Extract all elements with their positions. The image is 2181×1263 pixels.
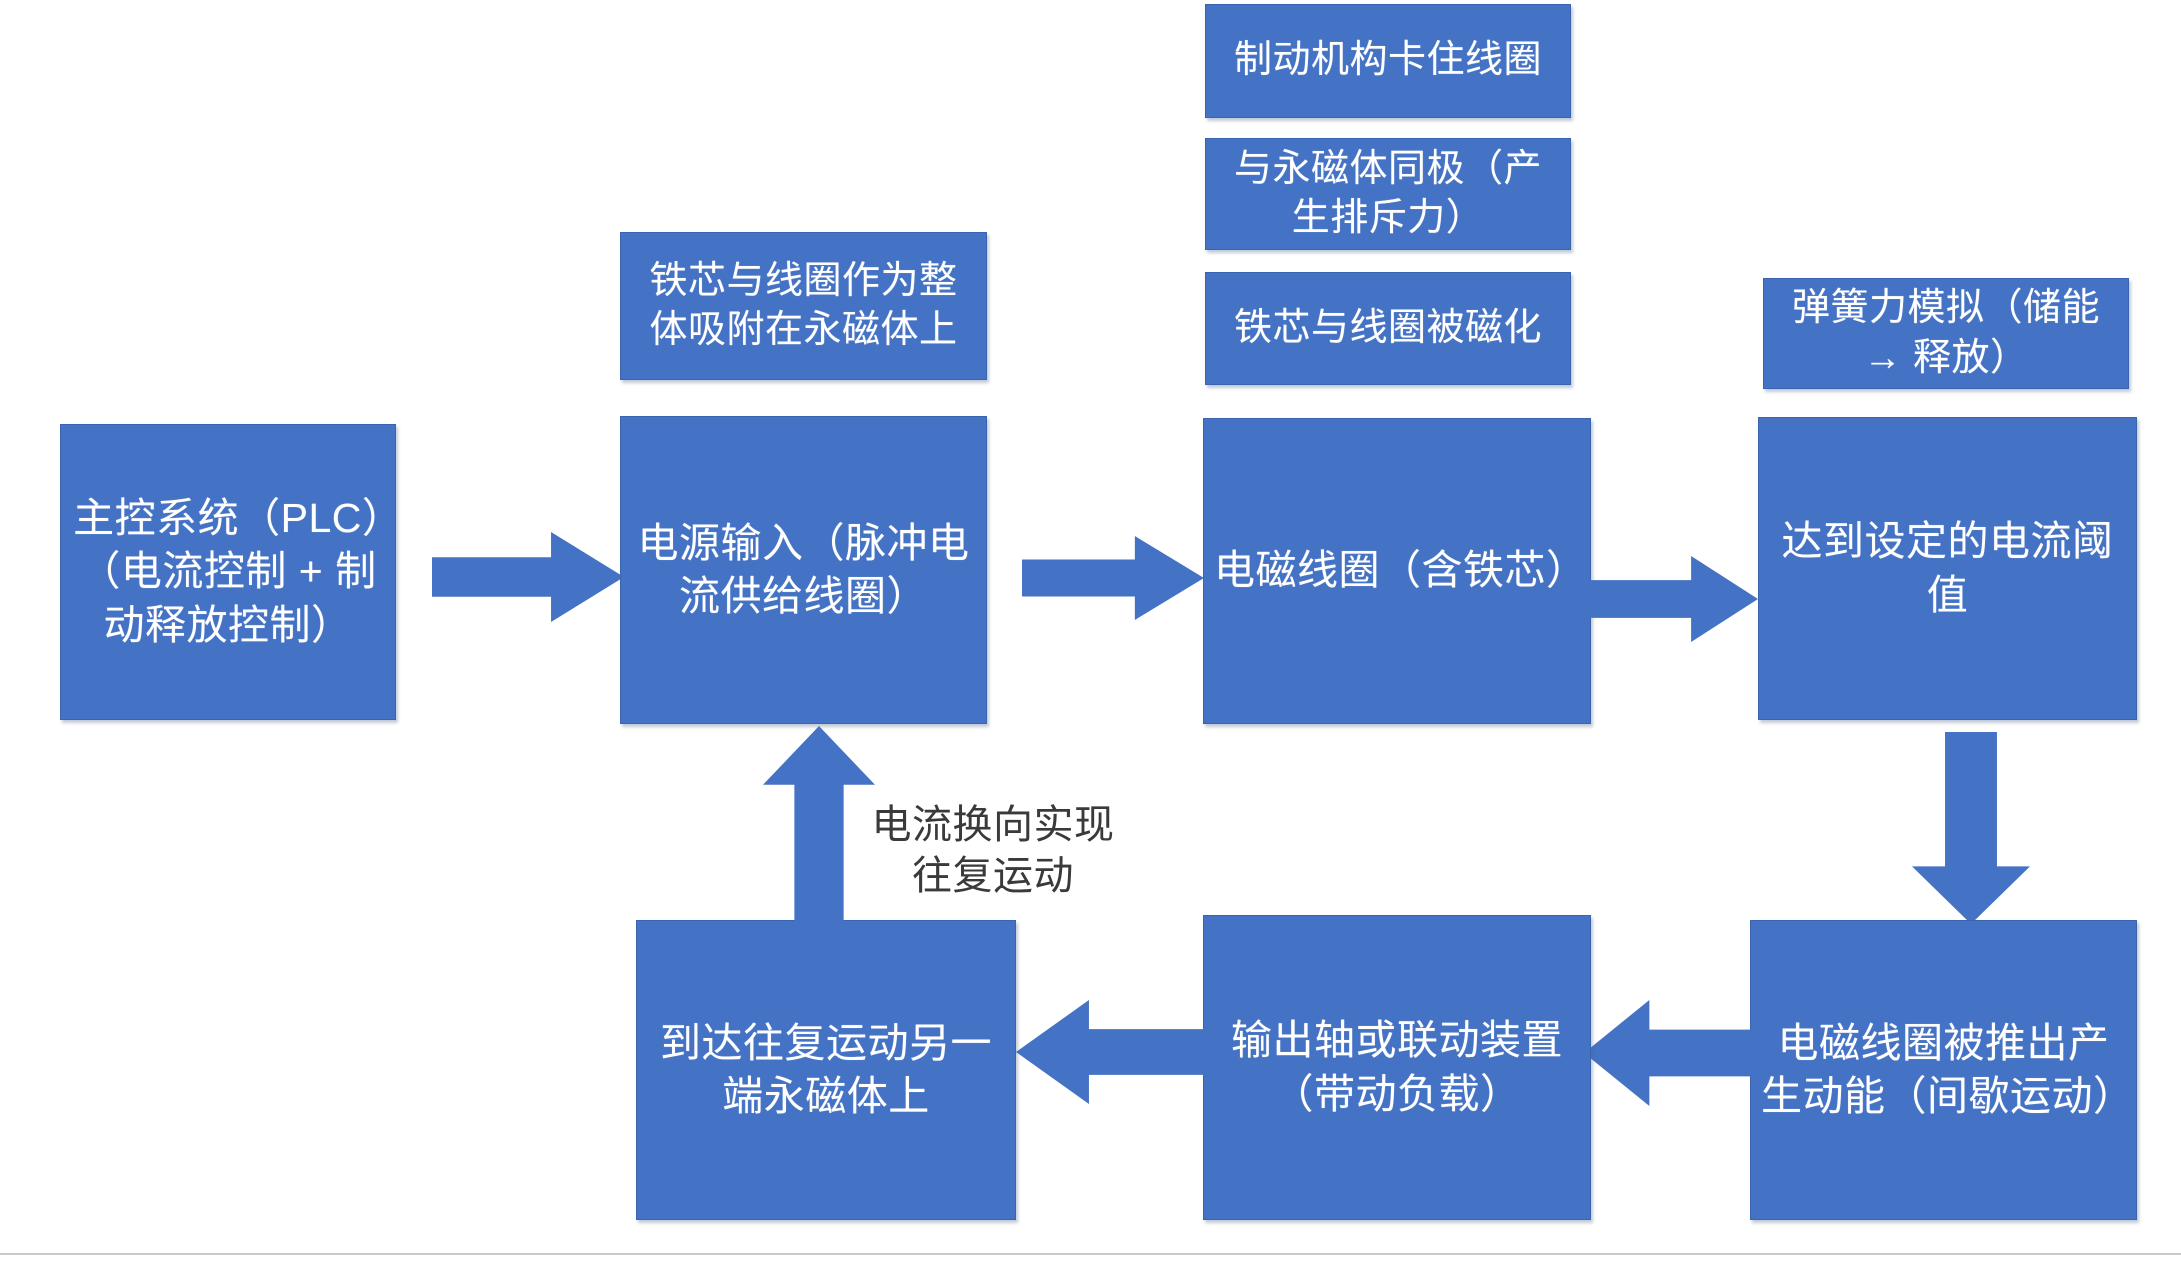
arrow-other-end-to-power [763,726,875,922]
arrow-pushed-to-output [1584,1000,1756,1106]
node-threshold-label: 达到设定的电流阈值 [1781,518,2114,618]
node-plc-label: 主控系统（PLC）（电流控制 + 制动释放控制） [73,495,383,648]
note-brake-lock-box[interactable]: 制动机构卡住线圈 [1205,4,1571,118]
note-core-attached-label: 铁芯与线圈作为整体吸附在永磁体上 [649,259,958,351]
node-output-shaft[interactable]: 输出轴或联动装置（带动负载） [1203,915,1591,1220]
note-magnetized-box[interactable]: 铁芯与线圈被磁化 [1205,272,1571,385]
note-spring-label: 弹簧力模拟（储能 → 释放） [1791,287,2100,379]
edge-label-current-reversal-text: 电流换向实现往复运动 [871,803,1115,899]
note-core-attached-box[interactable]: 铁芯与线圈作为整体吸附在永磁体上 [620,232,987,380]
node-other-end-label: 到达往复运动另一端永磁体上 [660,1019,992,1119]
node-power-input-label: 电源输入（脉冲电流供给线圈） [637,519,970,619]
note-same-pole-box[interactable]: 与永磁体同极（产生排斥力） [1205,138,1571,250]
node-other-end[interactable]: 到达往复运动另一端永磁体上 [636,920,1016,1220]
node-pushed-out[interactable]: 电磁线圈被推出产生动能（间歇运动） [1750,920,2137,1220]
note-magnetized-label: 铁芯与线圈被磁化 [1233,306,1542,349]
note-brake-lock-label: 制动机构卡住线圈 [1233,39,1542,82]
arrow-power-to-coil [1022,536,1204,620]
node-output-shaft-label: 输出轴或联动装置（带动负载） [1231,1017,1563,1117]
node-pushed-out-label: 电磁线圈被推出产生动能（间歇运动） [1761,1019,2135,1119]
arrow-output-to-other-end [1016,1000,1208,1104]
node-plc[interactable]: 主控系统（PLC）（电流控制 + 制动释放控制） [60,424,396,720]
node-threshold[interactable]: 达到设定的电流阈值 [1758,417,2137,720]
node-power-input[interactable]: 电源输入（脉冲电流供给线圈） [620,416,987,724]
arrow-plc-to-power [432,532,624,622]
note-same-pole-label: 与永磁体同极（产生排斥力） [1233,147,1542,239]
edge-label-current-reversal: 电流换向实现往复运动 [868,800,1118,902]
arrow-coil-to-threshold [1582,556,1758,642]
note-spring-box[interactable]: 弹簧力模拟（储能 → 释放） [1763,278,2129,389]
node-coil-label: 电磁线圈（含铁芯） [1214,547,1588,594]
arrow-threshold-to-pushed [1912,732,2030,924]
bottom-divider [0,1253,2181,1255]
node-coil[interactable]: 电磁线圈（含铁芯） [1203,418,1591,724]
